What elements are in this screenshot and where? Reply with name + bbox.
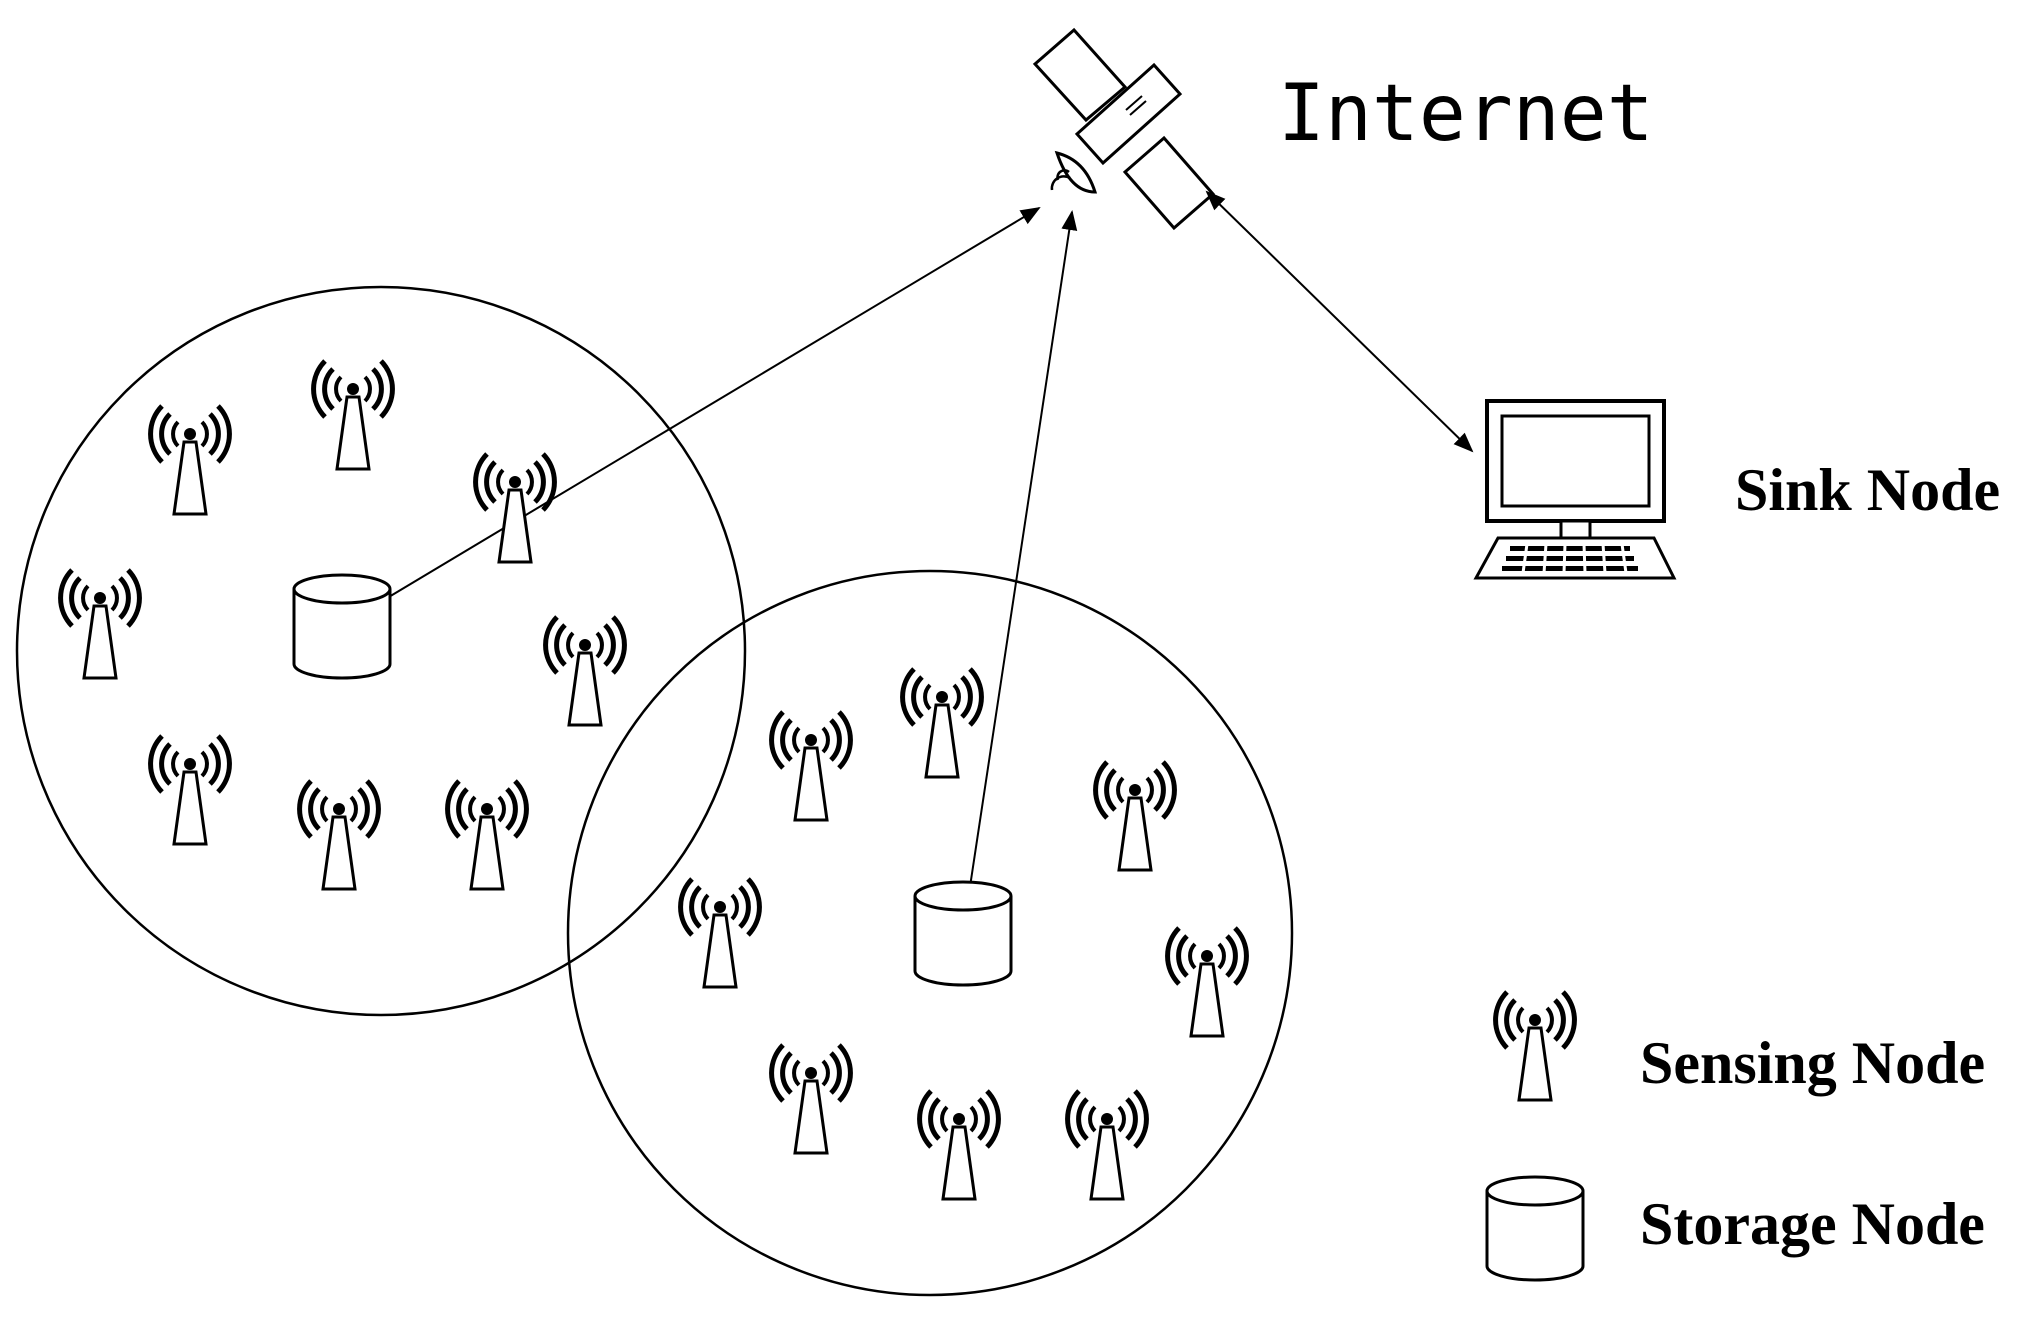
sensing-node-icon [1168, 928, 1247, 1036]
internet-label: Internet [1278, 69, 1654, 159]
sensing-node-icon [314, 361, 393, 469]
link-satellite-sink [1205, 190, 1474, 453]
link-storage-left-satellite [340, 206, 1041, 627]
sensing-node-icon [61, 570, 140, 678]
sensing-node-icon [151, 406, 230, 514]
sensing-node-icon [681, 879, 760, 987]
sensing-node-icon [1096, 762, 1175, 870]
sensing-node-icon [920, 1091, 999, 1199]
sensing-node-icon [151, 736, 230, 844]
storage-node-icon [913, 880, 1013, 987]
sensing-node-icon [772, 1045, 851, 1153]
sensing-node-icon [300, 781, 379, 889]
sensing-node-icon [1068, 1091, 1147, 1199]
sink-node-label: Sink Node [1735, 457, 2000, 523]
satellite-icon [1032, 27, 1216, 231]
sensing-node-icon [546, 617, 625, 725]
legend-storage-node-icon [1485, 1175, 1585, 1282]
computer-icon [1473, 399, 1677, 580]
sensing-node-icon [448, 781, 527, 889]
legend-sensing-node-icon [1496, 992, 1575, 1100]
legend-sensing-node-label: Sensing Node [1640, 1030, 1985, 1096]
sensing-node-icon [476, 454, 555, 562]
link-storage-right-satellite [957, 210, 1078, 935]
sensing-node-icon [903, 669, 982, 777]
storage-node-icon [292, 573, 392, 680]
legend-storage-node-label: Storage Node [1640, 1191, 1985, 1257]
sensing-node-icon [772, 712, 851, 820]
